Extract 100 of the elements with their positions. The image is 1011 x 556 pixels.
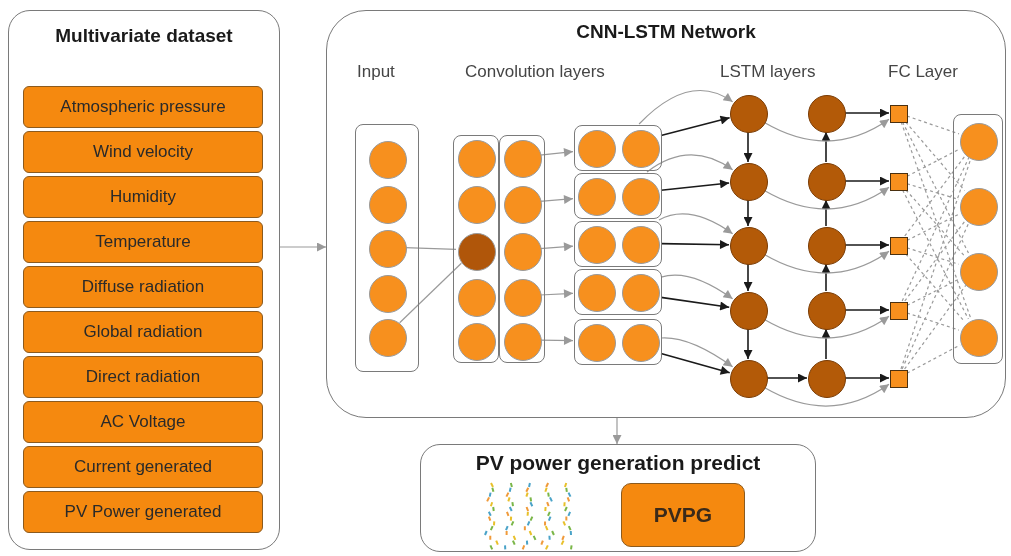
feature-box: AC Voltage: [23, 401, 263, 443]
neuron-circle: [578, 226, 616, 264]
fc-neuron-square: [890, 173, 908, 191]
neuron-circle: [730, 227, 768, 265]
arrow: [539, 148, 574, 157]
layer-box: [499, 135, 545, 363]
neuron-circle: [369, 186, 407, 224]
neuron-circle: [369, 319, 407, 357]
layer-label: Input: [357, 62, 395, 82]
dotted-connector: [906, 277, 961, 307]
neuron-circle: [960, 319, 998, 357]
dotted-connector: [905, 189, 965, 257]
arrow: [844, 176, 890, 186]
output-panel: [420, 444, 816, 552]
arrow: [638, 90, 734, 125]
dataset-panel: [8, 10, 280, 550]
neuron-circle: [458, 279, 496, 317]
panel-title: CNN-LSTM Network: [575, 21, 757, 43]
neuron-circle: [458, 186, 496, 224]
layer-box: [574, 269, 662, 315]
feature-box: Humidity: [23, 176, 263, 218]
arrow: [844, 373, 890, 383]
dotted-connector: [901, 121, 970, 254]
fc-neuron-square: [890, 370, 908, 388]
arrow: [844, 305, 890, 315]
dotted-connector: [900, 121, 972, 319]
layer-box: [574, 221, 662, 267]
layer-box: [574, 173, 662, 219]
arrow: [821, 328, 831, 360]
neuron-circle: [369, 141, 407, 179]
fc-neuron-square: [890, 237, 908, 255]
panel-title: PV power generation predict: [474, 451, 762, 475]
arrow: [844, 108, 890, 118]
dotted-connector: [905, 253, 966, 323]
arrow: [766, 373, 808, 383]
neuron-circle: [808, 95, 846, 133]
layer-box: [574, 125, 662, 171]
feature-box: Wind velocity: [23, 131, 263, 173]
neuron-circle: [622, 226, 660, 264]
neuron-circle: [808, 360, 846, 398]
arrow: [660, 115, 731, 137]
neuron-circle: [960, 188, 998, 226]
neuron-circle: [578, 324, 616, 362]
arrow: [763, 186, 890, 210]
arrow: [743, 199, 753, 227]
neuron-circle: [730, 360, 768, 398]
arrow: [821, 131, 831, 163]
neuron-circle: [578, 274, 616, 312]
dotted-connector: [906, 312, 960, 331]
arrow: [612, 417, 622, 445]
arrow: [660, 240, 730, 250]
neuron-circle: [578, 130, 616, 168]
arrow: [763, 383, 890, 407]
feature-box: Direct radiation: [23, 356, 263, 398]
neuron-circle: [960, 253, 998, 291]
feature-box: Temperature: [23, 221, 263, 263]
dotted-connector: [904, 154, 967, 237]
arrow: [660, 296, 730, 311]
neuron-circle: [504, 186, 542, 224]
neuron-circle: [730, 95, 768, 133]
arrow: [763, 250, 890, 274]
arrow: [660, 352, 731, 375]
feature-box: Current generated: [23, 446, 263, 488]
arrow: [821, 263, 831, 292]
arrow: [763, 315, 890, 339]
network-panel: [326, 10, 1006, 418]
arrow: [660, 179, 730, 192]
arrow: [660, 274, 734, 300]
neuron-circle: [622, 178, 660, 216]
prediction-box: PVPG: [621, 483, 745, 547]
arrow: [539, 242, 574, 252]
layer-label: Convolution layers: [465, 62, 605, 82]
arrow: [658, 213, 734, 235]
neuron-circle: [578, 178, 616, 216]
dotted-connector: [906, 247, 960, 265]
neuron-circle: [808, 163, 846, 201]
neuron-circle: [622, 130, 660, 168]
arrow: [844, 240, 890, 250]
fc-neuron-square: [890, 302, 908, 320]
arrow: [763, 118, 890, 142]
layer-box: [453, 135, 499, 363]
connector-line: [399, 262, 462, 324]
feature-box: Global radiation: [23, 311, 263, 353]
panel-title: Multivariate dataset: [54, 25, 234, 47]
arrow: [821, 199, 831, 227]
arrow: [743, 263, 753, 292]
fc-neuron-square: [890, 105, 908, 123]
neuron-circle: [960, 123, 998, 161]
dotted-connector: [906, 115, 960, 135]
dotted-connector: [906, 148, 961, 177]
feature-box: PV Power generated: [23, 491, 263, 533]
layer-box: [953, 114, 1003, 364]
arrow: [743, 131, 753, 163]
layer-box: [574, 319, 662, 365]
neuron-circle: [504, 323, 542, 361]
dotted-connector: [906, 213, 961, 242]
neuron-circle: [458, 233, 496, 271]
arrow: [279, 242, 327, 252]
neuron-circle: [458, 140, 496, 178]
dotted-connector: [905, 121, 966, 192]
